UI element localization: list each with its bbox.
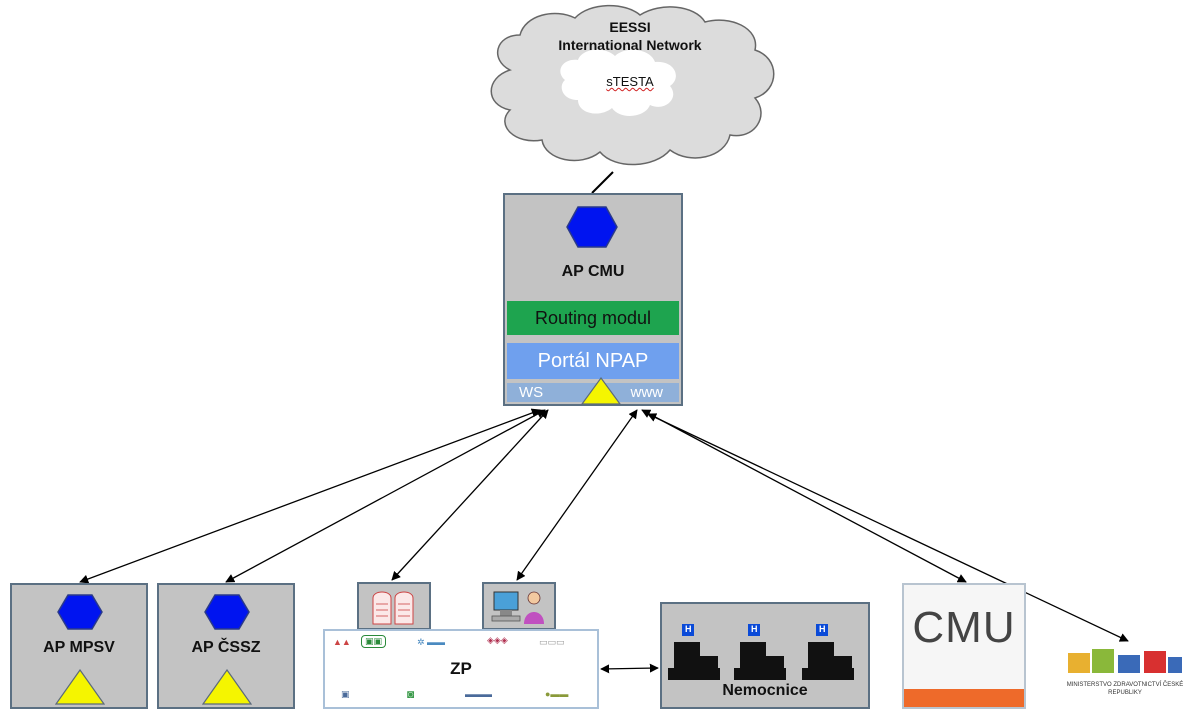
hexagon-icon <box>204 594 250 630</box>
hospital-badge: H <box>819 624 826 634</box>
ministry-logo: MINISTERSTVO ZDRAVOTNICTVÍ ČESKÉ REPUBLI… <box>1064 643 1186 709</box>
portal-npap: Portál NPAP <box>507 343 679 379</box>
zp-label: ZP <box>450 659 472 678</box>
triangle-icon <box>202 669 252 705</box>
insurer-logo-icon: ▬▬▬ <box>465 689 492 699</box>
insurer-logo-icon: ●▬▬ <box>545 689 569 699</box>
ap-cmu-label: AP CMU <box>561 263 625 280</box>
ap-cssz-node: AP ČSSZ <box>157 583 295 709</box>
cloud-title-line2: International Network <box>558 37 702 53</box>
insurer-logo-icon: ▣ <box>341 689 350 699</box>
insurer-logo-icon: ◈◈◈ <box>487 635 508 645</box>
triangle-icon <box>55 669 105 705</box>
cmu-accent-bar <box>904 689 1024 707</box>
cmu-label: CMU <box>912 603 1016 652</box>
www-label: www <box>630 384 664 401</box>
hospital-badge: H <box>685 624 692 634</box>
cloud-title-line1: EESSI <box>609 19 651 35</box>
insurer-logo-icon: ◙ <box>407 687 415 701</box>
hexagon-icon <box>57 594 103 630</box>
ministry-logo-text: MINISTERSTVO ZDRAVOTNICTVÍ ČESKÉ REPUBLI… <box>1066 682 1184 696</box>
nemocnice-node: H H H Nemocnice <box>660 602 870 709</box>
insurer-logo-icon: ▣▣ <box>361 635 387 648</box>
ws-label: WS <box>519 384 544 401</box>
arrow-cmu-cmu-1 <box>641 409 967 583</box>
ap-cssz-label: AP ČSSZ <box>191 639 261 656</box>
ap-mpsv-node: AP MPSV <box>10 583 148 709</box>
ap-cmu-node: AP CMU Routing modul Portál NPAP WS www <box>503 193 683 406</box>
insurer-logo-icon: ▲▲ <box>333 637 351 647</box>
insurer-logo-icon: ✲ ▬▬ <box>417 637 446 647</box>
insurer-logo-icon: ▭▭▭ <box>539 637 565 647</box>
zp-user-icon-box <box>482 582 556 630</box>
triangle-icon <box>581 377 621 405</box>
hexagon-icon <box>566 206 618 248</box>
hospital-buildings-icon <box>668 624 854 680</box>
arrow-cmu-cssz <box>225 409 546 583</box>
arrow-cmu-mpsv <box>79 408 541 584</box>
document-stack-icon <box>372 591 414 625</box>
cmu-node: CMU <box>902 583 1026 709</box>
arrow-cmu-zp-user <box>516 409 638 581</box>
cloud-link <box>591 171 614 194</box>
zp-database-icon-box <box>357 582 431 630</box>
cloud-network <box>490 4 775 166</box>
nemocnice-label: Nemocnice <box>722 682 808 699</box>
ap-mpsv-label: AP MPSV <box>43 639 115 656</box>
routing-module: Routing modul <box>507 301 679 335</box>
cloud-subtitle: sTESTA <box>606 74 654 89</box>
arrow-zp-nemocnice <box>600 663 659 674</box>
hospital-badge: H <box>751 624 758 634</box>
person-computer-icon <box>491 591 544 624</box>
arrow-cmu-mz <box>647 413 1129 642</box>
zp-node: ▲▲ ▣▣ ✲ ▬▬ ◈◈◈ ▭▭▭ ZP ▣ ◙ ▬▬▬ ●▬▬ <box>323 629 599 709</box>
ministry-logo-icon <box>1068 649 1182 673</box>
